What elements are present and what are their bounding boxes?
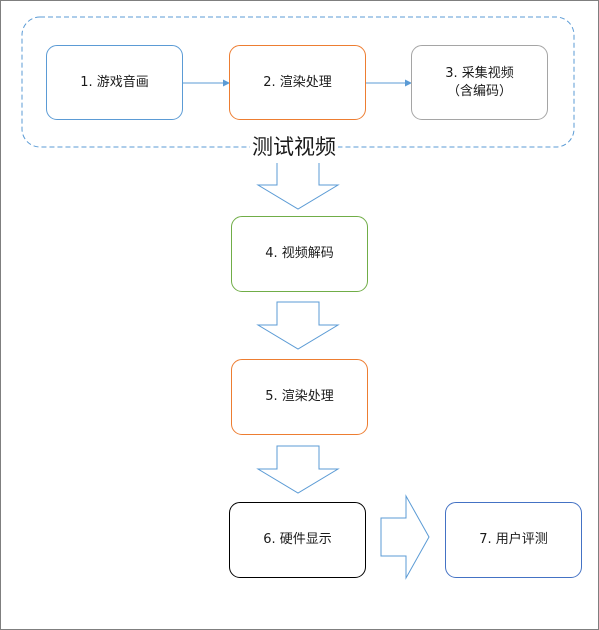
node-game-audio-video[interactable]: 1. 游戏音画 — [46, 45, 183, 120]
block-arrow-6-to-7 — [380, 494, 430, 580]
node-capture-video[interactable]: 3. 采集视频 （含编码） — [411, 45, 548, 120]
block-arrow-group-to-4 — [256, 161, 340, 210]
arrow-2-to-3 — [366, 79, 412, 87]
arrow-1-to-2 — [183, 79, 230, 87]
group-title-test-video: 测试视频 — [250, 131, 338, 163]
node-video-decode[interactable]: 4. 视频解码 — [231, 216, 368, 292]
node-render-processing-2[interactable]: 5. 渲染处理 — [231, 359, 368, 435]
node-render-processing-1[interactable]: 2. 渲染处理 — [229, 45, 366, 120]
block-arrow-5-to-6 — [256, 445, 340, 494]
block-arrow-4-to-5 — [256, 301, 340, 350]
node-hardware-display[interactable]: 6. 硬件显示 — [229, 502, 366, 578]
node-user-evaluation[interactable]: 7. 用户评测 — [445, 502, 582, 578]
